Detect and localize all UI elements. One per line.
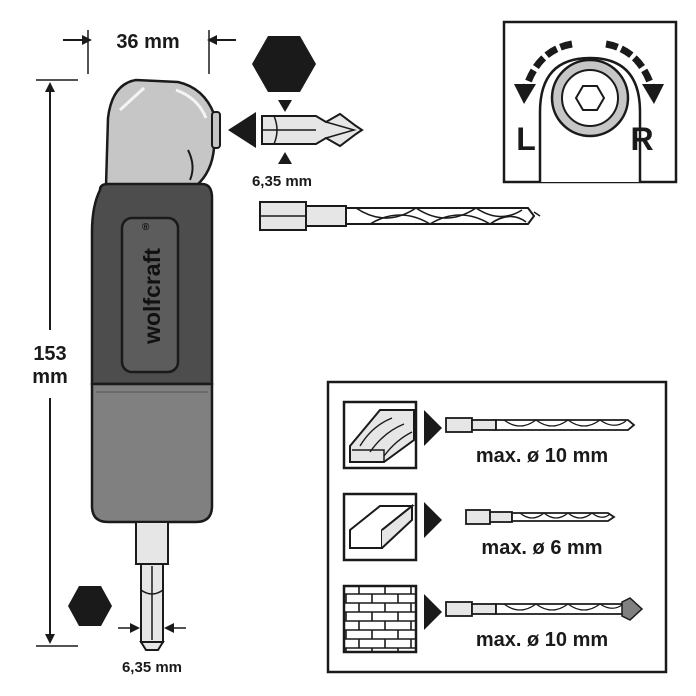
rotation-direction-box: L R [502,20,678,184]
hex-top-icon [252,36,316,92]
arrow-up-icon [278,152,292,164]
brand-logo-text: wolfcraft [139,248,165,345]
brick-icon [342,584,418,654]
brand-label-panel [120,216,180,374]
screwdriver-bit [261,112,364,148]
height-dimension: 153 mm [32,79,78,647]
hex-bottom-icon [68,586,112,626]
arrow-down-icon [278,100,292,112]
rotation-right-label: R [630,121,653,157]
angle-adapter: wolfcraft ® [90,78,221,651]
width-dimension: 36 mm [63,30,236,74]
wood-drill-bit [259,201,541,231]
height-label-unit: mm [32,366,68,388]
width-label: 36 mm [116,31,179,53]
material-row-brick: max. ø 10 mm [342,584,644,654]
material-row-metal: max. ø 6 mm [342,492,616,562]
rotate-right-arrow-icon [605,40,656,90]
adapter-lower-grip [90,382,214,524]
rotation-left-label: L [516,121,536,157]
registered-mark: ® [142,222,150,233]
height-label-value: 153 [33,343,66,365]
hex-shank [135,521,169,565]
insert-direction-arrow-icon [228,112,256,148]
material-wood-max-label: max. ø 10 mm [476,445,608,467]
materials-box: max. ø 10 mm max. ø 6 mm max. ø 10 mm [326,380,668,674]
hex-bottom-label: 6,35 mm [122,659,182,676]
rotate-left-arrow-icon [522,40,573,90]
material-brick-max-label: max. ø 10 mm [476,629,608,651]
material-metal-max-label: max. ø 6 mm [481,537,602,559]
hex-top-label: 6,35 mm [252,173,312,190]
adapter-head [104,78,216,188]
hex-socket-icon [574,85,606,111]
head-side-button [211,111,221,149]
material-row-wood: max. ø 10 mm [342,400,636,470]
